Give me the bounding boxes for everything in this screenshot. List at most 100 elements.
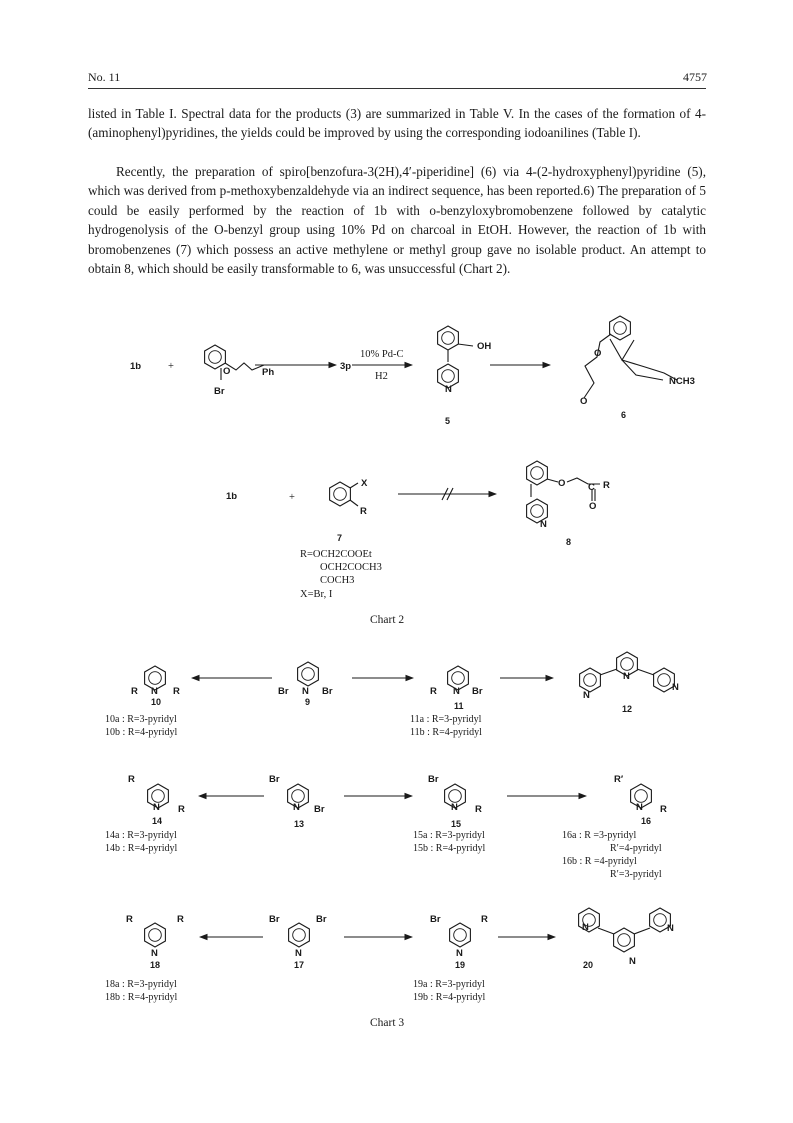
compound-label-10: 10 bbox=[151, 697, 161, 707]
atom-o-ketone: O bbox=[580, 396, 587, 407]
atom-r-10-left: R bbox=[131, 686, 138, 697]
atom-br-15: Br bbox=[428, 774, 439, 785]
atom-c-8: C bbox=[588, 482, 595, 493]
plus-sign: + bbox=[168, 361, 174, 372]
definition-16b-rprime: R′=3-pyridyl bbox=[610, 869, 662, 880]
substituent-r3: COCH3 bbox=[320, 575, 354, 586]
atom-br: Br bbox=[214, 386, 225, 397]
hydroxyphenyl-ring bbox=[437, 325, 459, 351]
atom-r-15: R bbox=[475, 804, 482, 815]
atom-rprime-16: R′ bbox=[614, 774, 624, 785]
plus-sign-row2: + bbox=[289, 492, 295, 503]
phenyl-ring-8 bbox=[526, 460, 548, 486]
definition-14a: 14a : R=3-pyridyl bbox=[105, 830, 177, 841]
compound-label-13: 13 bbox=[294, 819, 304, 829]
definition-19b: 19b : R=4-pyridyl bbox=[413, 992, 486, 1003]
compound-label-5: 5 bbox=[445, 416, 450, 426]
atom-r-11: R bbox=[430, 686, 437, 697]
definition-11b: 11b : R=4-pyridyl bbox=[410, 727, 482, 738]
atom-r-14-top: R bbox=[128, 774, 135, 785]
pyridine-ring-18 bbox=[144, 922, 166, 948]
atom-o: O bbox=[223, 366, 230, 377]
compound-label-9: 9 bbox=[305, 697, 310, 707]
atom-r-18-left: R bbox=[126, 914, 133, 925]
chart-3-caption: Chart 3 bbox=[370, 1017, 404, 1029]
benzofuran-ring-6 bbox=[609, 315, 631, 341]
compound-label-14: 14 bbox=[152, 816, 162, 826]
compound-label-11: 11 bbox=[454, 701, 464, 711]
pyridine-ring-19 bbox=[449, 922, 471, 948]
definition-14b: 14b : R=4-pyridyl bbox=[105, 843, 178, 854]
definition-15b: 15b : R=4-pyridyl bbox=[413, 843, 486, 854]
substituent-x: X=Br, I bbox=[300, 589, 333, 600]
atom-br-13-top: Br bbox=[269, 774, 280, 785]
atom-n-12-right: N bbox=[672, 682, 679, 693]
reactant-1b-row2: 1b bbox=[226, 491, 237, 502]
chart-2-caption: Chart 2 bbox=[370, 614, 404, 626]
atom-n-20-left: N bbox=[582, 922, 589, 933]
terpyridine-left-ring bbox=[579, 667, 601, 693]
atom-n-14: N bbox=[153, 802, 160, 813]
paragraph-2: Recently, the preparation of spiro[benzo… bbox=[88, 164, 706, 277]
atom-n-11: N bbox=[453, 686, 460, 697]
atom-x: X bbox=[361, 478, 368, 489]
compound-label-19: 19 bbox=[455, 960, 465, 970]
definition-18a: 18a : R=3-pyridyl bbox=[105, 979, 177, 990]
atom-nch3: NCH3 bbox=[669, 376, 695, 387]
definition-16a-rprime: R′=4-pyridyl bbox=[610, 843, 662, 854]
page-number: 4757 bbox=[683, 70, 707, 84]
definition-11a: 11a : R=3-pyridyl bbox=[410, 714, 482, 725]
compound-label-18: 18 bbox=[150, 960, 160, 970]
atom-br-17-left: Br bbox=[269, 914, 280, 925]
compound-label-7: 7 bbox=[337, 533, 342, 543]
atom-n-12-left: N bbox=[583, 690, 590, 701]
atom-n-20-right: N bbox=[667, 923, 674, 934]
bipyridyl-center-ring bbox=[613, 927, 635, 953]
atom-n-15: N bbox=[451, 802, 458, 813]
definition-16a: 16a : R =3-pyridyl bbox=[562, 830, 636, 841]
definition-10a: 10a : R=3-pyridyl bbox=[105, 714, 177, 725]
atom-br-9-right: Br bbox=[322, 686, 333, 697]
reagent-h2: H2 bbox=[375, 371, 388, 382]
atom-br-19: Br bbox=[430, 914, 441, 925]
header-rule bbox=[88, 88, 706, 89]
compound-label-8: 8 bbox=[566, 537, 571, 547]
atom-n-5: N bbox=[445, 384, 452, 395]
definition-19a: 19a : R=3-pyridyl bbox=[413, 979, 485, 990]
atom-br-13-right: Br bbox=[314, 804, 325, 815]
atom-br-9-left: Br bbox=[278, 686, 289, 697]
atom-n-13: N bbox=[293, 802, 300, 813]
reactant-1b: 1b bbox=[130, 361, 141, 372]
substituent-r2: OCH2COCH3 bbox=[320, 562, 382, 573]
atom-n-16: N bbox=[636, 802, 643, 813]
dibromopyridine-ring-17 bbox=[288, 922, 310, 948]
intermediate-3p: 3p bbox=[340, 361, 351, 372]
compound-label-17: 17 bbox=[294, 960, 304, 970]
compound-label-16: 16 bbox=[641, 816, 651, 826]
atom-n-12-center: N bbox=[623, 671, 630, 682]
atom-br-11: Br bbox=[472, 686, 483, 697]
compound-label-20: 20 bbox=[583, 960, 593, 970]
reagent-pd-c: 10% Pd-C bbox=[360, 349, 403, 360]
atom-n-10: N bbox=[151, 686, 158, 697]
atom-r: R bbox=[360, 506, 367, 517]
atom-r-10-right: R bbox=[173, 686, 180, 697]
atom-r-16: R bbox=[660, 804, 667, 815]
atom-r-18-right: R bbox=[177, 914, 184, 925]
atom-ph: Ph bbox=[262, 367, 274, 378]
definition-16b: 16b : R =4-pyridyl bbox=[562, 856, 637, 867]
atom-o-carbonyl-8: O bbox=[589, 501, 596, 512]
running-header-journal-number: No. 11 bbox=[88, 70, 121, 84]
atom-r-19: R bbox=[481, 914, 488, 925]
atom-oh: OH bbox=[477, 341, 491, 352]
atom-r-14-right: R bbox=[178, 804, 185, 815]
atom-n-9: N bbox=[302, 686, 309, 697]
atom-n-17: N bbox=[295, 948, 302, 959]
atom-o-8: O bbox=[558, 478, 565, 489]
compound-label-12: 12 bbox=[622, 704, 632, 714]
compound-label-6: 6 bbox=[621, 410, 626, 420]
atom-n-18: N bbox=[151, 948, 158, 959]
paragraph-1: listed in Table I. Spectral data for the… bbox=[88, 106, 706, 141]
dibromopyridine-ring-9 bbox=[297, 661, 319, 687]
